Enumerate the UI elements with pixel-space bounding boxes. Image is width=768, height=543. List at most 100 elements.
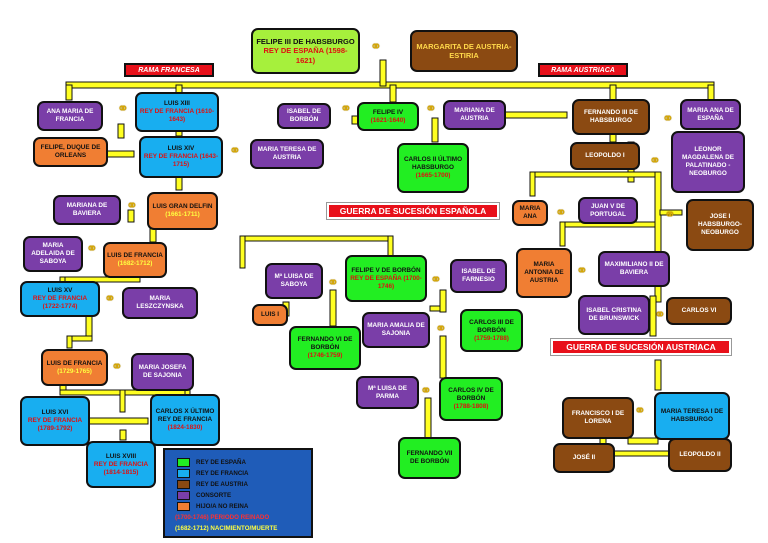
node-name: CARLOS IV DE BORBÓN <box>448 387 494 402</box>
legend: REY DE ESPAÑA REY DE FRANCIA REY DE AUST… <box>163 448 313 538</box>
fernando-vi-node[interactable]: FERNANDO VI DE BORBÓN(1746-1759) <box>289 326 361 370</box>
francisco-i-node[interactable]: FRANCISCO I DE LORENA <box>562 397 634 439</box>
isabel-brunswick-node[interactable]: ISABEL CRISTINA DE BRUNSWICK <box>578 295 650 335</box>
maximiliano-node[interactable]: MAXIMILIANO II DE BAVIERA <box>598 251 670 287</box>
felipe-orleans-node[interactable]: FELIPE, DUQUE DE ORLEANS <box>33 137 108 167</box>
jose-ii-node[interactable]: JOSÉ II <box>553 443 615 473</box>
maria-teresa-austria-node[interactable]: MARIA TERESA DE AUSTRIA <box>250 139 324 169</box>
fernando-iii-node[interactable]: FERNANDO III DE HABSBURGO <box>572 99 650 135</box>
carlos-iii-node[interactable]: CARLOS III DE BORBÓN(1759-1788) <box>460 309 523 352</box>
node-name: FERNANDO VI DE BORBÓN <box>297 336 353 351</box>
node-name: Mª LUISA DE PARMA <box>367 384 408 400</box>
node-name: MARIA ANTONIA DE AUSTRIA <box>524 261 564 284</box>
wedding-rings-icon: ⚭ <box>555 204 567 220</box>
maria-leszczynska-node[interactable]: MARIA LESZCZYNSKA <box>122 287 198 319</box>
wedding-rings-icon: ⚭ <box>634 402 646 418</box>
node-name: ISABEL CRISTINA DE BRUNSWICK <box>586 307 642 322</box>
node-name: LEONOR MAGDALENA DE PALATINADO - NEOBURG… <box>682 146 734 177</box>
luis-de-francia-node[interactable]: LUIS DE FRANCIA(1682-1712) <box>103 242 167 278</box>
leopoldo-ii-node[interactable]: LEOPOLDO II <box>668 438 732 472</box>
carlos-ii-node[interactable]: CARLOS II ÚLTIMO HABSBURGO(1665-1700) <box>397 143 469 193</box>
node-name: LUIS XV <box>47 287 73 294</box>
mariana-baviera-node[interactable]: MARIANA DE BAVIERA <box>53 195 121 225</box>
maria-amalia-node[interactable]: MARIA AMALIA DE SAJONIA <box>362 312 430 348</box>
legend-label: REY DE FRANCIA <box>196 470 249 477</box>
node-name: FERNANDO VII DE BORBÓN <box>406 450 453 465</box>
node-period: (1621-1640) <box>370 116 406 124</box>
node-name: MARIA TERESA I DE HABSBURGO <box>660 408 724 423</box>
maria-adelaida-node[interactable]: MARIA ADELAIDA DE SABOYA <box>23 236 83 272</box>
node-name: LUIS XIII <box>164 100 190 107</box>
node-period: (1729-1765) <box>57 367 92 375</box>
guerra-sucesion-espanola-banner: GUERRA DE SUCESIÓN ESPAÑOLA <box>326 202 500 220</box>
node-name: FERNANDO III DE HABSBURGO <box>584 109 638 124</box>
node-name: CARLOS II ÚLTIMO HABSBURGO <box>403 156 463 171</box>
node-name: LUIS XIV <box>167 145 195 152</box>
node-name: MARIANA DE AUSTRIA <box>454 107 495 122</box>
node-name: ANA MARIA DE FRANCIA <box>46 108 94 123</box>
node-name: CARLOS VI <box>681 307 717 314</box>
node-period: (1759-1788) <box>474 334 509 342</box>
jose-i-node[interactable]: JOSE I HABSBURGO-NEOBURGO <box>686 199 754 251</box>
maria-luisa-parma-node[interactable]: Mª LUISA DE PARMA <box>356 376 419 409</box>
maria-josefa-node[interactable]: MARIA JOSEFA DE SAJONIA <box>131 353 194 391</box>
luis-gran-delfin-node[interactable]: LUIS GRAN DELFIN(1661-1711) <box>147 192 218 230</box>
maria-teresa-i-node[interactable]: MARIA TERESA I DE HABSBURGO <box>654 392 730 440</box>
carlos-vi-node[interactable]: CARLOS VI <box>666 297 732 325</box>
felipe-iii-node[interactable]: FELIPE III DE HABSBURGO REY DE ESPAÑA (1… <box>251 28 360 74</box>
node-name: LEOPOLDO I <box>585 152 625 159</box>
wedding-rings-icon: ⚭ <box>662 110 674 126</box>
wedding-rings-icon: ⚭ <box>229 142 241 158</box>
legend-label: HIJO/A NO REINA <box>196 503 249 510</box>
legend-periodo: (1700-1746) PERIODO REINADO <box>175 514 270 521</box>
wedding-rings-icon: ⚭ <box>370 38 382 54</box>
legend-swatch <box>177 480 190 489</box>
legend-item: REY DE ESPAÑA <box>177 458 246 467</box>
node-period: REY DE FRANCIA (1789-1792) <box>27 417 83 432</box>
wedding-rings-icon: ⚭ <box>576 262 588 278</box>
isabel-farnesio-node[interactable]: ISABEL DE FARNESIO <box>450 259 507 293</box>
legend-label: REY DE AUSTRIA <box>196 481 248 488</box>
node-period: REY DE FRANCIA (1610-1643) <box>139 108 215 123</box>
legend-swatch <box>177 502 190 511</box>
node-name: LEOPOLDO II <box>679 451 721 458</box>
felipe-iv-node[interactable]: FELIPE IV(1621-1640) <box>357 102 419 131</box>
legend-item: HIJO/A NO REINA <box>177 502 248 511</box>
node-name: JOSE I HABSBURGO-NEOBURGO <box>697 213 743 236</box>
node-period: (1746-1759) <box>307 352 343 359</box>
node-name: LUIS DE FRANCIA <box>46 359 103 367</box>
leonor-magdalena-node[interactable]: LEONOR MAGDALENA DE PALATINADO - NEOBURG… <box>671 131 745 193</box>
wedding-rings-icon: ⚭ <box>117 100 129 116</box>
maria-luisa-saboya-node[interactable]: Mª LUISA DE SABOYA <box>265 263 323 299</box>
mariana-austria-node[interactable]: MARIANA DE AUSTRIA <box>443 100 506 130</box>
legend-item: REY DE FRANCIA <box>177 469 249 478</box>
node-name: MARGARITA DE AUSTRIA-ESTIRIA <box>416 41 512 60</box>
isabel-borbon-node[interactable]: ISABEL DE BORBÓN <box>277 103 331 129</box>
luis-i-node[interactable]: LUIS I <box>252 304 288 326</box>
fernando-vii-node[interactable]: FERNANDO VII DE BORBÓN <box>398 437 461 479</box>
carlos-iv-node[interactable]: CARLOS IV DE BORBÓN(1788-1808) <box>439 377 503 421</box>
maria-ana-espana-node[interactable]: MARIA ANA DE ESPAÑA <box>680 99 741 130</box>
luis-de-francia-2-node[interactable]: LUIS DE FRANCIA(1729-1765) <box>41 349 108 386</box>
node-name: FRANCISCO I DE LORENA <box>571 410 625 425</box>
juan-v-node[interactable]: JUAN V DE PORTUGAL <box>578 197 638 224</box>
node-period: (1661-1711) <box>165 211 200 218</box>
carlos-x-node[interactable]: CARLOS X ÚLTIMO REY DE FRANCIA(1824-1830… <box>150 394 220 446</box>
wedding-rings-icon: ⚭ <box>86 240 98 256</box>
node-period: REY DE FRANCIA (1643-1715) <box>143 153 219 168</box>
maria-antonia-node[interactable]: MARIA ANTONIA DE AUSTRIA <box>516 248 572 298</box>
node-name: CARLOS X ÚLTIMO REY DE FRANCIA <box>155 408 215 423</box>
margarita-node[interactable]: MARGARITA DE AUSTRIA-ESTIRIA <box>410 30 518 72</box>
ana-maria-node[interactable]: ANA MARIA DE FRANCIA <box>37 101 103 131</box>
maria-ana-node[interactable]: MARIA ANA <box>512 200 548 226</box>
node-name: ISABEL DE FARNESIO <box>461 268 496 283</box>
node-period: REY DE FRANCIA (1814-1815) <box>93 460 149 476</box>
leopoldo-i-node[interactable]: LEOPOLDO I <box>570 142 640 170</box>
wedding-rings-icon: ⚭ <box>111 358 123 374</box>
